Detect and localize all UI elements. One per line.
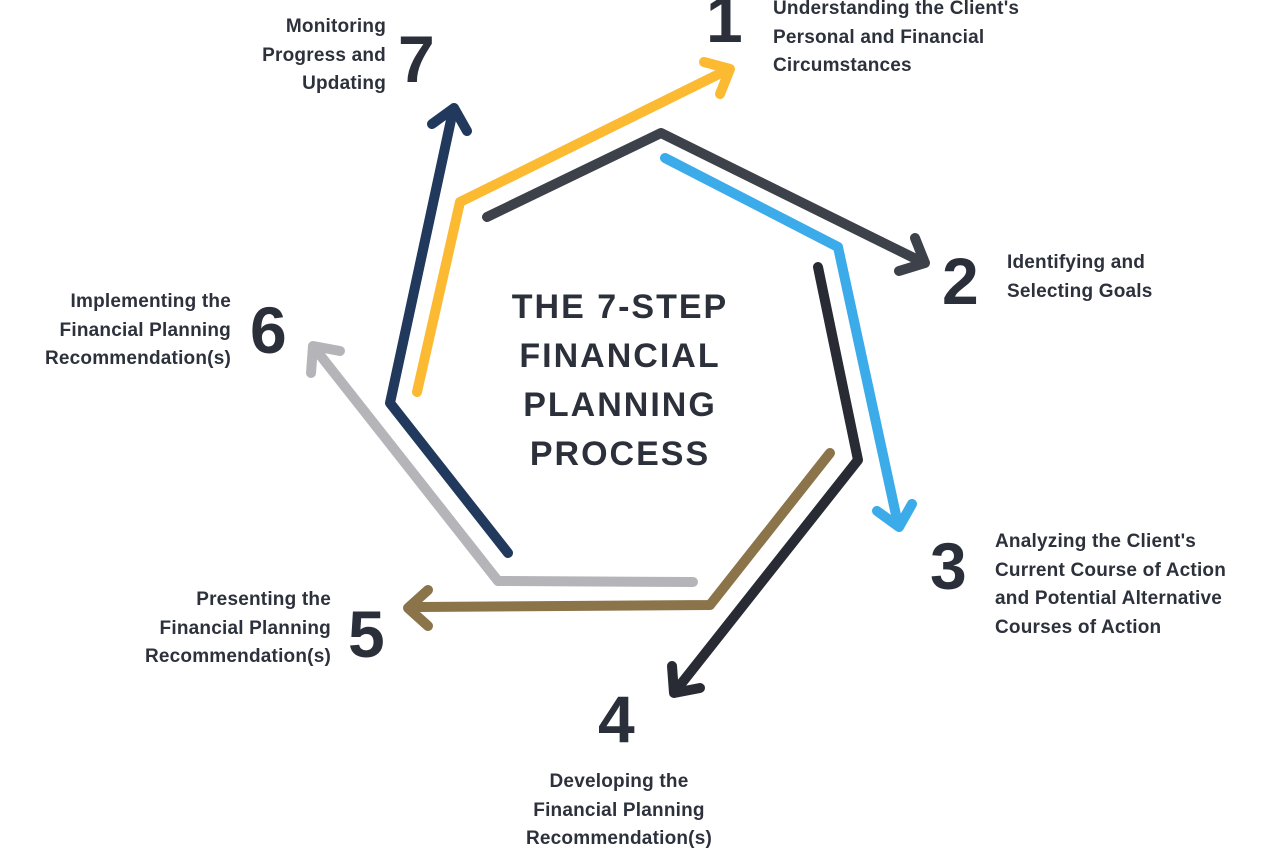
arrow-to-step-5-icon xyxy=(403,448,835,631)
step-3-label: Analyzing the Client's Current Course of… xyxy=(995,531,1227,638)
arrow-shaft xyxy=(412,69,724,397)
arrow-shaft xyxy=(385,115,513,558)
arrow-shaft xyxy=(315,350,698,587)
step-4-label: Developing the Financial Planning Recomm… xyxy=(525,771,713,849)
step-6-number: 6 xyxy=(250,293,287,367)
step-3-number: 3 xyxy=(930,529,967,603)
arrow-to-step-3-icon xyxy=(660,153,917,532)
step-4-number: 4 xyxy=(598,682,635,756)
step-1-label: Understanding the Client's Personal and … xyxy=(773,0,1020,76)
step-6-label: Implementing the Financial Planning Reco… xyxy=(44,291,231,369)
arrow-head xyxy=(427,103,472,136)
arrow-to-step-6-icon xyxy=(306,341,698,587)
diagram-title: THE 7-STEP FINANCIAL PLANNING PROCESS xyxy=(511,288,729,473)
step-1-number: 1 xyxy=(706,0,743,56)
arrow-head xyxy=(306,341,345,378)
step-5-number: 5 xyxy=(348,597,385,671)
step-2-label: Identifying and Selecting Goals xyxy=(1007,252,1153,302)
arrow-shaft xyxy=(660,153,901,520)
arrow-to-step-4-icon xyxy=(667,262,863,698)
arrow-shaft xyxy=(676,262,863,689)
arrow-head xyxy=(667,661,705,698)
arrow-shaft xyxy=(415,448,835,612)
arrow-to-step-7-icon xyxy=(385,103,513,558)
step-2-number: 2 xyxy=(942,244,979,318)
step-7-number: 7 xyxy=(398,22,435,96)
arrow-head xyxy=(872,499,917,532)
arrow-to-step-1-icon xyxy=(412,57,735,397)
step-7-label: Monitoring Progress and Updating xyxy=(262,16,386,94)
arrow-shaft xyxy=(482,128,919,263)
step-5-label: Presenting the Financial Planning Recomm… xyxy=(144,589,331,667)
arrow-head xyxy=(894,233,930,276)
arrow-to-step-2-icon xyxy=(482,128,930,276)
arrow-head xyxy=(699,57,735,99)
arrow-head xyxy=(403,585,433,631)
